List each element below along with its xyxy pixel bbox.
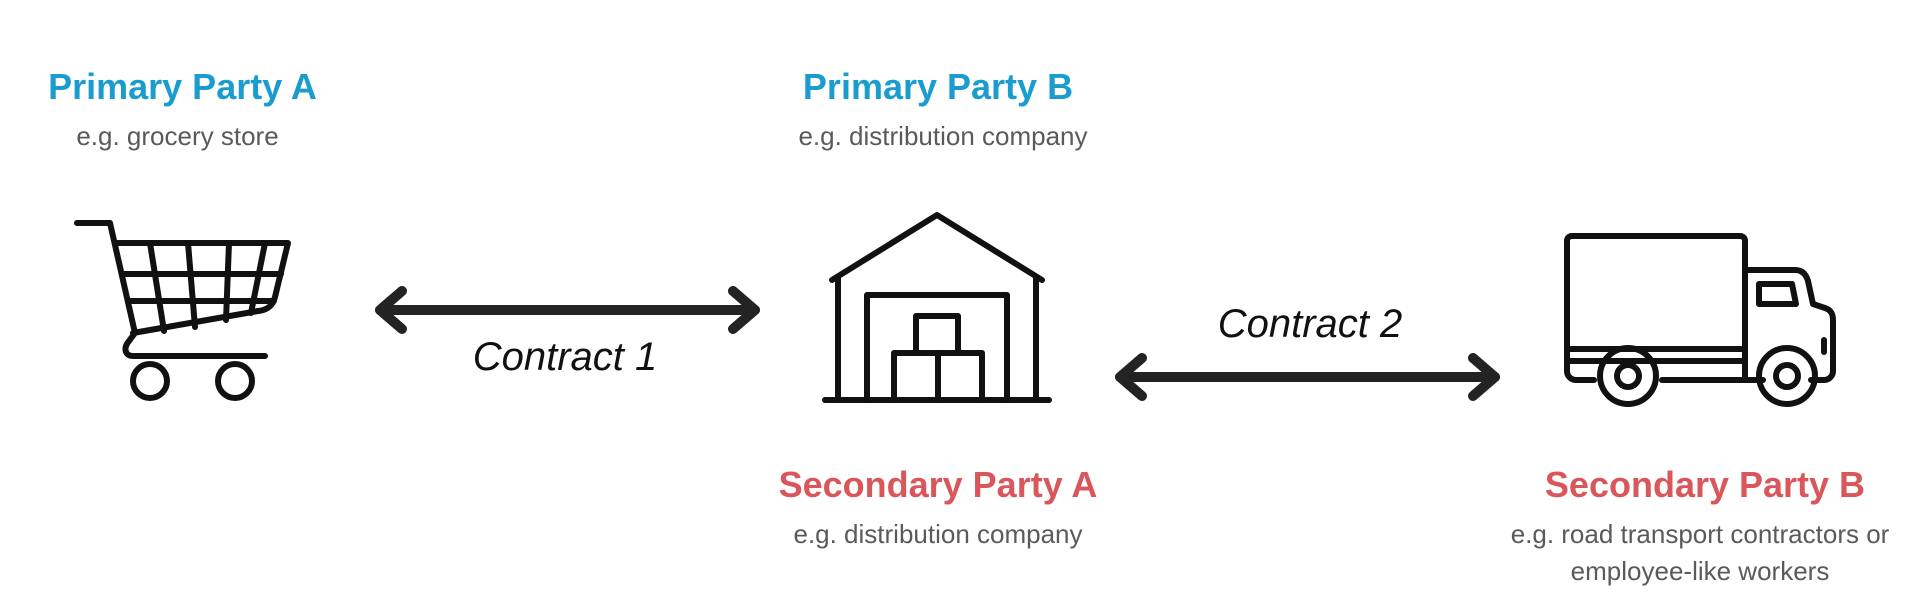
secondary-party-a-example: e.g. distribution company xyxy=(793,519,1083,549)
contract-1-arrow xyxy=(375,286,760,334)
secondary-party-a-title: Secondary Party A xyxy=(778,464,1098,505)
secondary-party-b-title: Secondary Party B xyxy=(1544,464,1866,505)
primary-party-a-example: e.g. grocery store xyxy=(76,121,279,151)
contract-2-arrow xyxy=(1115,353,1500,401)
primary-party-b-title: Primary Party B xyxy=(802,66,1074,107)
primary-party-a-title: Primary Party A xyxy=(48,66,317,107)
shopping-cart-icon xyxy=(74,220,291,401)
primary-party-b-example: e.g. distribution company xyxy=(798,121,1088,151)
secondary-party-b-example-line2: employee-like workers xyxy=(1570,556,1830,586)
warehouse-icon xyxy=(822,212,1052,403)
contract-2-label: Contract 2 xyxy=(1217,302,1403,346)
delivery-truck-icon xyxy=(1564,233,1836,407)
contract-1-label: Contract 1 xyxy=(472,335,658,379)
secondary-party-b-example-line1: e.g. road transport contractors or xyxy=(1510,519,1890,549)
